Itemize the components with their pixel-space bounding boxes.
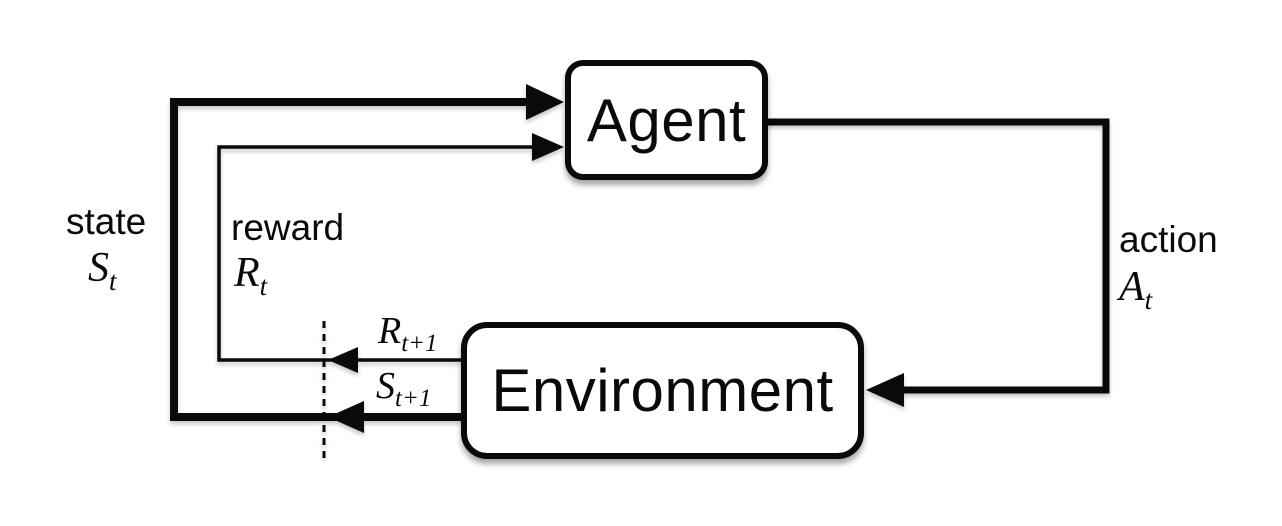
state-word-label: state <box>66 201 147 242</box>
state-symbol-label: St <box>88 247 117 295</box>
state-symbol-subscript: t <box>109 266 117 296</box>
next-reward-symbol-base: R <box>378 310 402 352</box>
next-reward-arrowhead <box>328 347 358 373</box>
state-into-agent-arrowhead <box>526 84 564 120</box>
reward-symbol-subscript: t <box>259 271 268 301</box>
action-symbol-label: At <box>1119 266 1152 314</box>
action-symbol-base: A <box>1119 264 1145 310</box>
agent-node-label: Agent <box>586 86 747 154</box>
state-symbol-base: S <box>88 245 109 291</box>
next-state-arrowhead <box>328 401 364 433</box>
next-reward-symbol-subscript: t+1 <box>401 330 438 357</box>
environment-node-label: Environment <box>491 357 834 424</box>
reward-into-agent-arrowhead <box>532 133 564 161</box>
next-state-symbol-subscript: t+1 <box>395 385 432 412</box>
reward-symbol-base: R <box>234 250 260 296</box>
next-state-symbol-base: S <box>376 365 395 407</box>
next-state-symbol-label: St+1 <box>376 367 431 411</box>
action-into-environment-arrowhead <box>866 373 904 407</box>
agent-node: Agent <box>565 60 768 180</box>
action-symbol-subscript: t <box>1144 285 1153 315</box>
reward-symbol-label: Rt <box>234 252 267 300</box>
action-word-label: action <box>1119 219 1218 260</box>
action-edge-line <box>766 118 1110 394</box>
state-edge-line <box>170 98 534 421</box>
next-reward-symbol-label: Rt+1 <box>378 312 438 356</box>
reward-word-label: reward <box>231 207 345 248</box>
environment-node: Environment <box>461 322 864 459</box>
